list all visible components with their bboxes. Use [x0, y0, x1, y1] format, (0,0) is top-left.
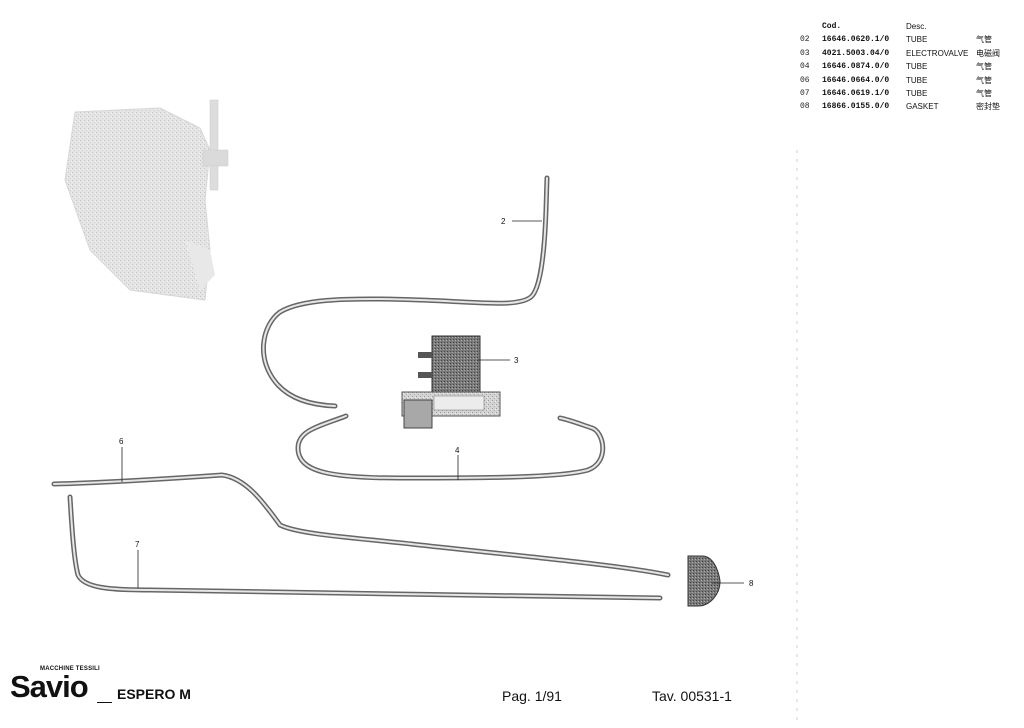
row-code: 16646.0620.1/0	[822, 35, 890, 45]
tube-2	[261, 175, 550, 409]
row-desc: TUBE	[906, 88, 928, 98]
table-row: 08 16866.0155.0/0 GASKET 密封垫	[800, 100, 1016, 113]
tube-4	[295, 413, 606, 481]
header-code: Cod.	[822, 22, 842, 31]
tube-6	[51, 472, 671, 578]
row-desc: TUBE	[906, 75, 928, 85]
row-pos: 03	[800, 48, 810, 58]
row-desc-cn: 气管	[976, 75, 992, 85]
row-pos: 04	[800, 62, 810, 72]
callout-2: 2	[501, 217, 506, 226]
row-pos: 06	[800, 75, 810, 85]
logo-tagline: MACCHINE TESSILI	[40, 666, 100, 672]
table-number: Tav. 00531-1	[652, 688, 732, 704]
leader-lines	[121, 220, 744, 588]
callout-7: 7	[135, 540, 140, 549]
header-desc: Desc.	[906, 22, 927, 31]
page-number: Pag. 1/91	[502, 688, 562, 704]
savio-logo: MACCHINE TESSILI Savio	[10, 666, 100, 706]
row-code: 16646.0619.1/0	[822, 88, 890, 98]
row-desc-cn: 密封垫	[976, 102, 1000, 112]
table-row: 03 4021.5003.04/0 ELECTROVALVE 电磁阀	[800, 47, 1016, 60]
row-pos: 08	[800, 102, 810, 112]
parts-table: Cod. Desc. 02 16646.0620.1/0 TUBE 气管 03 …	[800, 20, 1016, 114]
row-pos: 07	[800, 88, 810, 98]
row-desc-cn: 气管	[976, 35, 992, 45]
row-code: 16866.0155.0/0	[822, 102, 890, 112]
table-row: 04 16646.0874.0/0 TUBE 气管	[800, 60, 1016, 73]
table-row: 06 16646.0664.0/0 TUBE 气管	[800, 74, 1016, 87]
row-desc-cn: 气管	[976, 62, 992, 72]
callout-6: 6	[119, 437, 124, 446]
parts-table-header: Cod. Desc.	[800, 20, 1016, 33]
table-row: 07 16646.0619.1/0 TUBE 气管	[800, 87, 1016, 100]
row-code: 16646.0874.0/0	[822, 62, 890, 72]
callout-8: 8	[749, 579, 754, 588]
table-row: 02 16646.0620.1/0 TUBE 气管	[800, 33, 1016, 46]
row-desc: TUBE	[906, 35, 928, 45]
model-underline	[97, 702, 112, 703]
model-name: ESPERO M	[117, 686, 191, 702]
row-code: 16646.0664.0/0	[822, 75, 890, 85]
row-code: 4021.5003.04/0	[822, 48, 890, 58]
tube-7	[67, 494, 663, 601]
callout-4: 4	[455, 446, 460, 455]
row-desc: ELECTROVALVE	[906, 48, 969, 58]
callout-3: 3	[514, 356, 519, 365]
row-pos: 02	[800, 35, 810, 45]
logo-wordmark: Savio	[10, 669, 89, 704]
row-desc: GASKET	[906, 102, 939, 112]
gasket-8	[687, 555, 721, 607]
row-desc-cn: 电磁阀	[976, 48, 1000, 58]
electrovalve-3	[401, 335, 501, 429]
row-desc-cn: 气管	[976, 88, 992, 98]
assembly-ghost-image	[64, 99, 229, 301]
row-desc: TUBE	[906, 62, 928, 72]
